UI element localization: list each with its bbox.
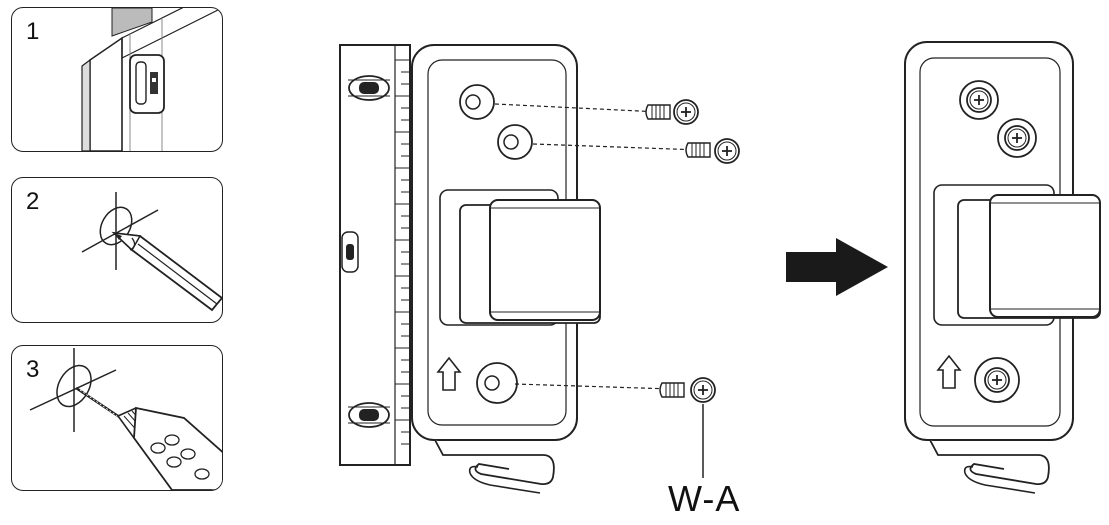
step-1-panel: 1: [11, 7, 223, 152]
drill-icon: [29, 348, 222, 490]
screw-icon: [685, 138, 740, 164]
step-2-number: 2: [26, 188, 40, 215]
step-1-number: 1: [26, 18, 40, 45]
wall-bracket-icon: [411, 44, 601, 494]
screw-icon: [645, 99, 699, 125]
pencil-mark-icon: [81, 192, 222, 312]
screw-callout-label: W-A: [668, 478, 741, 519]
stud-finder-icon: [81, 8, 222, 151]
step-2-panel: 2: [11, 177, 223, 323]
step-3-number: 3: [26, 356, 40, 383]
right-arrow-icon: [786, 238, 888, 296]
step-3-panel: 3: [11, 345, 223, 491]
wall-bracket-mounted-icon: [904, 41, 1101, 494]
spirit-level-icon: [339, 44, 411, 466]
screw-icon: [659, 377, 716, 403]
